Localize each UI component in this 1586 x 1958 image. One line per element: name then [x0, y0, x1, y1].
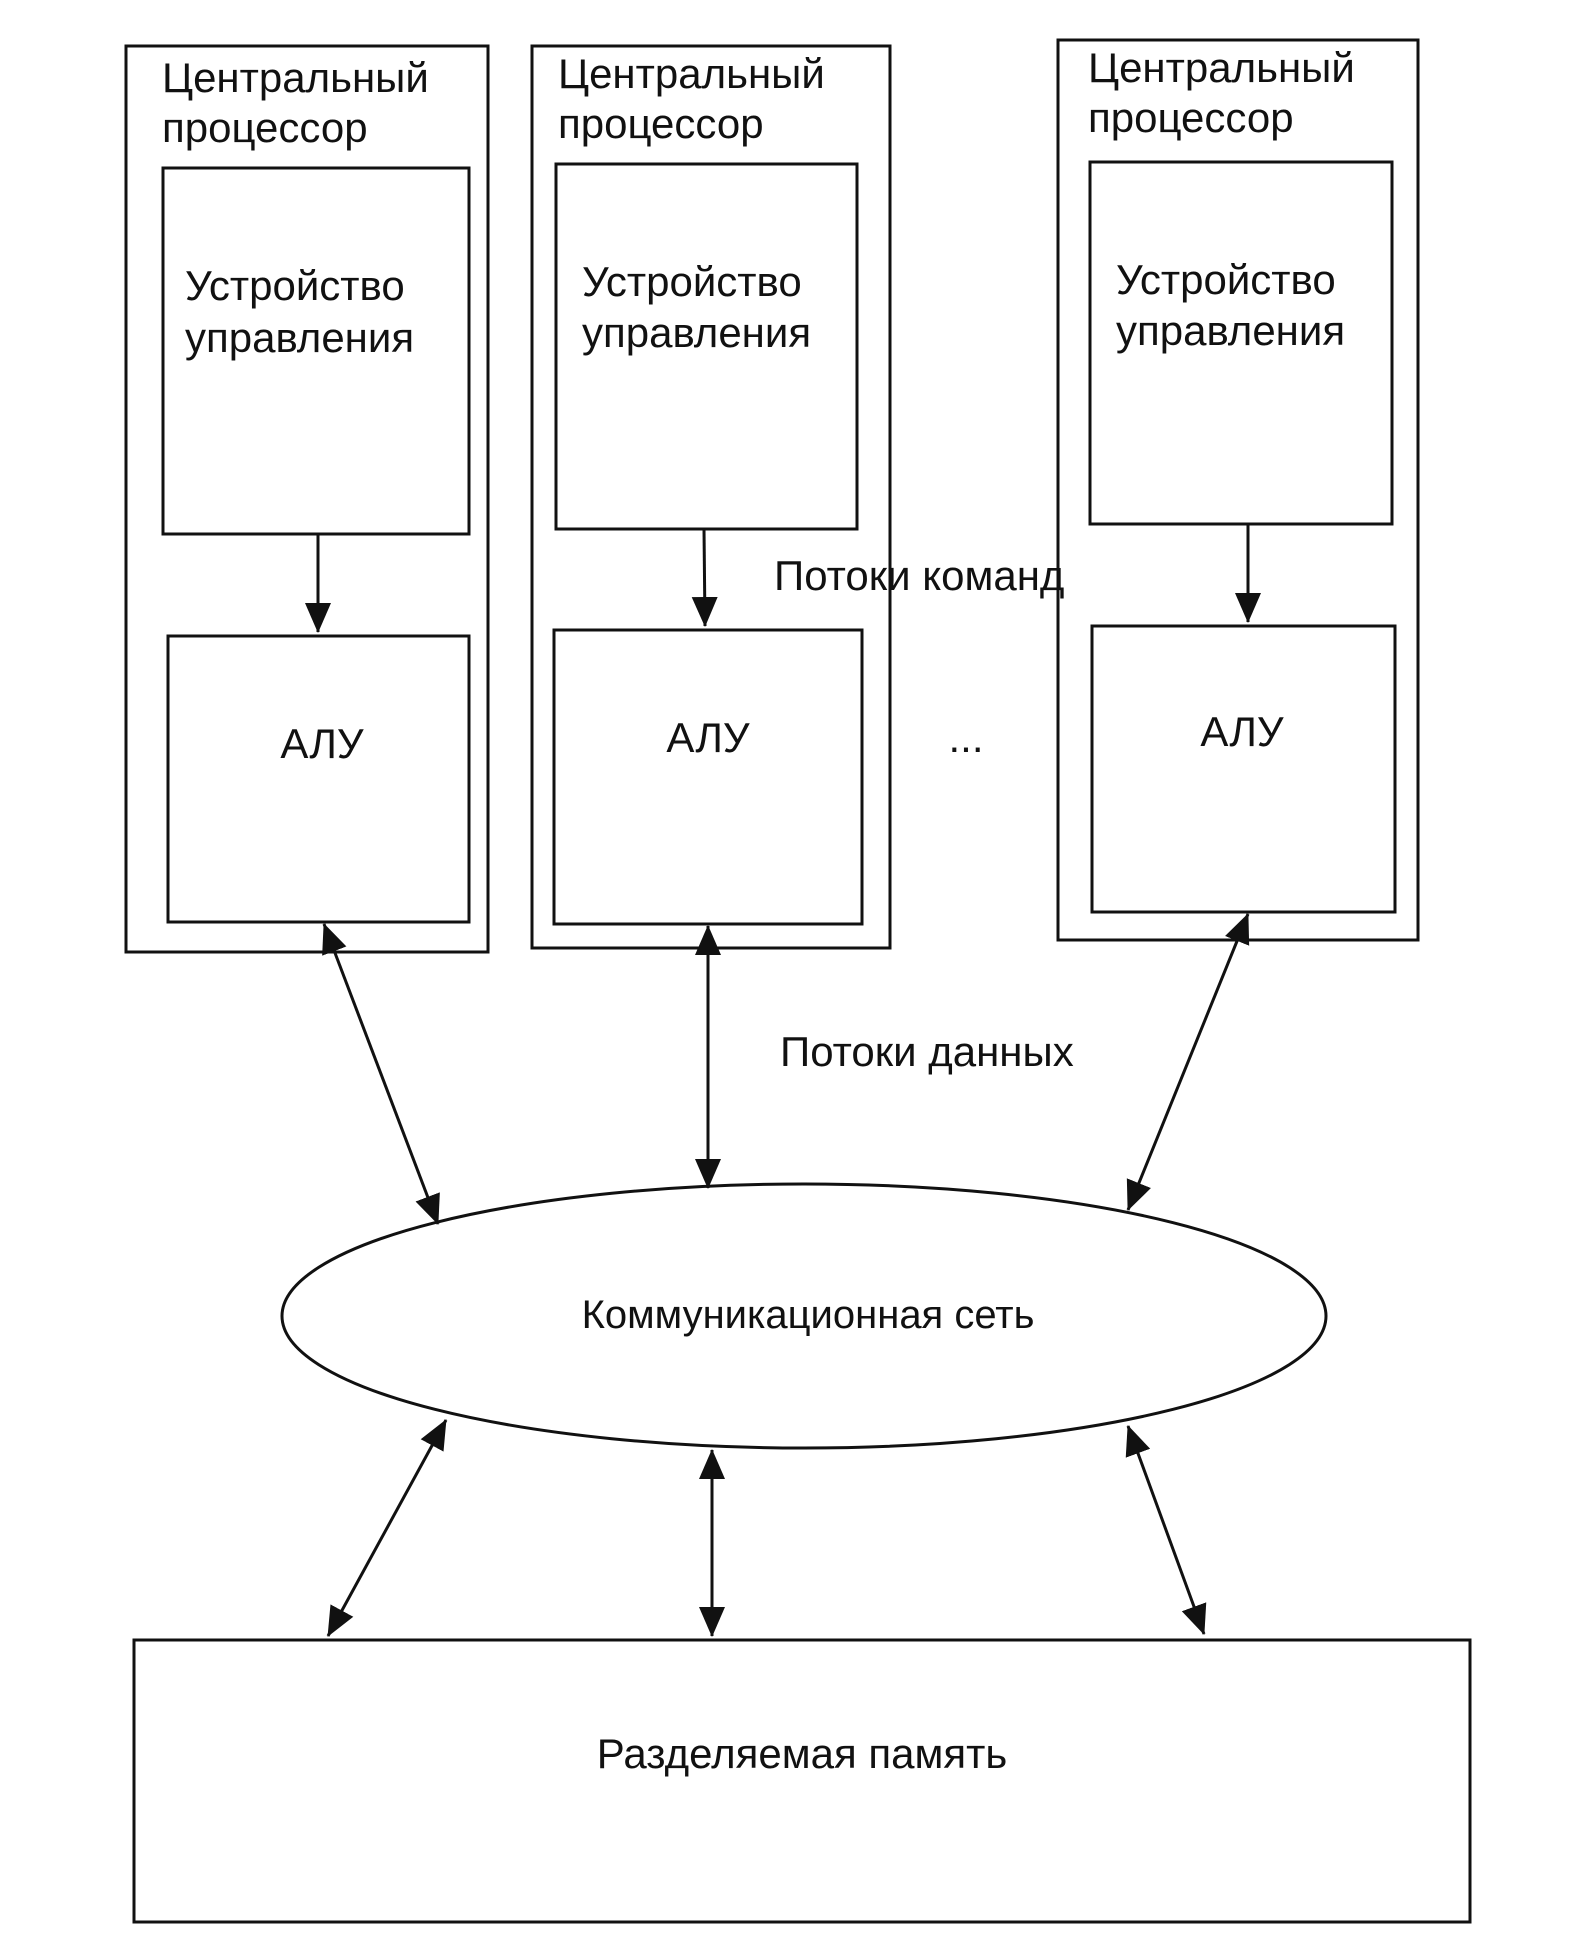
cpu-1-title-line1: Центральный — [162, 54, 429, 101]
cpu-3-cu-line1: Устройство — [1116, 256, 1336, 303]
cpu-1-alu — [166, 634, 471, 924]
cpu-2-frame — [530, 44, 892, 950]
cpu-3-title-line1: Центральный — [1088, 44, 1355, 91]
instruction-flow-label: Потоки команд — [774, 552, 1064, 599]
cpu-2-title-line2: процессор — [558, 100, 764, 147]
cpu-1-control-unit — [161, 166, 471, 536]
cpu-2-cu-line2: управления — [582, 309, 811, 356]
mem-arrow-right — [1125, 1425, 1207, 1635]
cpu-3: Центральный процессор Устройство управле… — [1056, 38, 1420, 942]
cpu-3-control-unit — [1088, 160, 1394, 526]
communication-network: Коммуникационная сеть — [280, 1182, 1328, 1450]
ellipsis: ... — [948, 714, 983, 761]
network-label: Коммуникационная сеть — [582, 1293, 1035, 1337]
mem-arrow-left — [326, 1419, 448, 1637]
cpu-1-alu-label: АЛУ — [280, 720, 363, 767]
cpu-3-title-line2: процессор — [1088, 94, 1294, 141]
cpu-3-frame — [1056, 38, 1420, 942]
cpu-2-alu-label: АЛУ — [666, 714, 749, 761]
cpu-3-alu — [1090, 624, 1397, 914]
cpu-1-cu-line2: управления — [185, 314, 414, 361]
cpu-1-frame — [124, 44, 490, 954]
cpu-1-title-line2: процессор — [162, 104, 368, 151]
cpu-1-cu-line1: Устройство — [185, 262, 405, 309]
cpu-2-cu-line1: Устройство — [582, 258, 802, 305]
data-arrow-alu1-network — [322, 923, 440, 1225]
cpu-2: Центральный процессор Устройство управле… — [530, 44, 892, 950]
cpu-2-title-line1: Центральный — [558, 50, 825, 97]
cpu-3-alu-label: АЛУ — [1200, 708, 1283, 755]
cpu-3-cu-line2: управления — [1116, 307, 1345, 354]
data-arrow-alu3-network — [1126, 913, 1250, 1211]
cpu-2-instruction-arrow — [691, 528, 718, 627]
network-ellipse — [280, 1182, 1328, 1450]
cpu-1: Центральный процессор Устройство управле… — [124, 44, 490, 954]
cpu-2-control-unit — [554, 162, 859, 531]
shared-memory: Разделяемая память — [132, 1638, 1472, 1924]
data-flow-label: Потоки данных — [780, 1028, 1074, 1075]
cpu-2-alu — [552, 628, 864, 926]
shared-memory-label: Разделяемая память — [597, 1730, 1007, 1777]
shared-memory-box — [132, 1638, 1472, 1924]
